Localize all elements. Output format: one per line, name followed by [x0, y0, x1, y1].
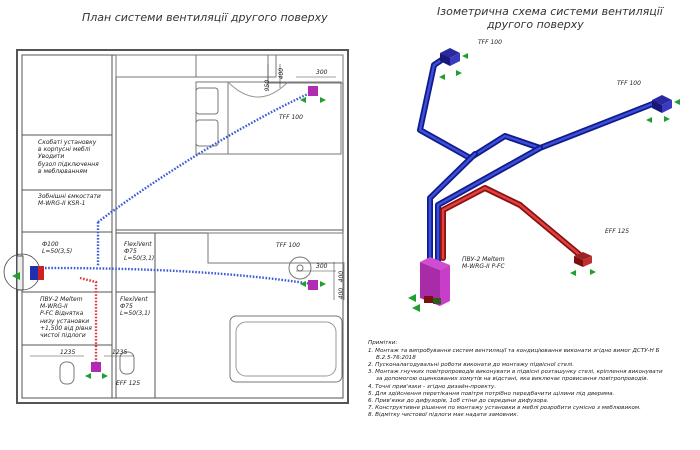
flex-supply-ducts	[44, 90, 313, 286]
note-item: 8. Відмітку чистової підлоги має надати …	[368, 411, 519, 418]
note-item: 3. Монтаж гнучких повітропроводів викону…	[368, 369, 663, 376]
flexivent-2-line: Ф75	[120, 303, 133, 311]
diffuser-tff-top	[300, 86, 326, 103]
note-item: В.2.5-76:2018	[376, 355, 416, 362]
flexivent-1-line: FlexiVent	[124, 241, 152, 248]
pvu-line: ПВУ-2 Meltem	[40, 296, 83, 303]
unit-plan-extract	[38, 266, 44, 280]
iso-tff-right-label: TFF 100	[617, 80, 641, 87]
note-item: за допомогою оцинкованих хомутів на відс…	[376, 376, 649, 383]
pvu-line: P-FC Віднятка	[40, 310, 84, 318]
note-item: 5. Для здійснення перетікання повітря по…	[368, 390, 615, 397]
iso-supply-duct	[417, 54, 658, 265]
phi100-line: Ф100	[42, 241, 59, 248]
note-panel-line: Скобаті установку	[38, 139, 97, 146]
notes-block: Примітки: 1. Монтаж та випробування сист…	[368, 340, 698, 419]
iso-pvu-label: ПВУ-2 Meltem M-WRG-II P-FC	[462, 256, 505, 270]
iso-diffuser-tff-right	[646, 95, 680, 123]
note-item: 2. Пусконалагодувальні роботи виконати д…	[368, 362, 575, 369]
iso-diffuser-tff-left	[439, 48, 468, 80]
flexivent-2-line: L=50(3,1)	[120, 310, 151, 318]
plan-tff-top-label: TFF 100	[279, 114, 303, 121]
plan-tff-mid-label: TFF 100	[276, 242, 300, 249]
note-item: 1. Монтаж та випробування систем вентиля…	[368, 348, 660, 355]
note-panel-line: Уводити	[38, 153, 65, 161]
iso-diffuser-eff	[570, 252, 596, 276]
plan-eff-bottom-label: EFF 125	[116, 380, 141, 387]
plan-green-arrow	[12, 272, 20, 280]
plan-flexivent-2: FlexiVent Ф75 L=50(3,1)	[120, 296, 150, 318]
iso-title-line1: Ізометрична схема системи вентиляції	[437, 5, 663, 18]
note-panel-line: в меблюванням	[38, 167, 88, 175]
note-hidden-line: M-WRG-II KSR-1	[38, 200, 86, 208]
iso-tff-left-label: TFF 100	[478, 39, 502, 46]
notes-heading: Примітки:	[368, 340, 398, 346]
plan-dim-300-top: 300	[316, 69, 328, 76]
note-panel-line: в корпусні меблі	[38, 146, 91, 154]
phi100-line: L=50(3,5)	[42, 248, 73, 256]
iso-pvu-line: ПВУ-2 Meltem	[462, 256, 505, 263]
note-panel-line: бузол підключення	[38, 160, 99, 168]
dimension-lines	[30, 64, 345, 357]
note-item: 7. Конструктивне рішення по монтажу уста…	[368, 404, 641, 411]
flex-extract-duct	[79, 276, 98, 365]
plan-dim-300-mid: 300	[316, 263, 328, 270]
note-hidden-line: Зобнішні ємкостати	[38, 193, 101, 200]
plan-title: План системи вентиляції другого поверху	[82, 11, 328, 24]
plan-pvu-label: ПВУ-2 Meltem M-WRG-II P-FC Віднятка низу…	[40, 296, 92, 339]
iso-vent-unit	[408, 257, 450, 312]
plan-flexivent-1: FlexiVent Ф75 L=50(3,1)	[124, 241, 154, 263]
pvu-line: чистої підлоги	[40, 332, 86, 340]
pvu-line: M-WRG-II	[40, 303, 68, 311]
iso-pvu-line: M-WRG-II P-FC	[462, 263, 505, 271]
plan-note-panel: Скобаті установку в корпусні меблі Уводи…	[38, 139, 99, 175]
unit-plan-supply	[30, 266, 38, 280]
iso-eff-label: EFF 125	[605, 228, 630, 235]
pvu-line: +1,500 від рівня	[40, 324, 92, 332]
flexivent-1-line: Ф75	[124, 248, 137, 256]
note-item: 6. Прив'язки до дифузорів, 1об стіни до …	[368, 397, 549, 404]
flexivent-1-line: L=50(3,1)	[124, 255, 155, 263]
diffuser-tff-mid	[300, 280, 326, 290]
plan-note-hidden: Зобнішні ємкостати M-WRG-II KSR-1	[38, 193, 101, 207]
iso-extract-duct	[440, 185, 583, 261]
flexivent-2-line: FlexiVent	[120, 296, 148, 303]
pvu-line: низу установки	[40, 317, 90, 325]
plan-dim-1235-b: 1235	[112, 349, 128, 356]
note-item: 4. Точні прив'язки - згідно дизайн-проек…	[368, 383, 497, 390]
plan-dim-1235-a: 1235	[60, 349, 76, 356]
plan-phi100: Ф100 L=50(3,5)	[42, 241, 72, 255]
iso-title-line2: другого поверху	[487, 18, 584, 31]
diffuser-eff-bottom	[85, 362, 108, 379]
